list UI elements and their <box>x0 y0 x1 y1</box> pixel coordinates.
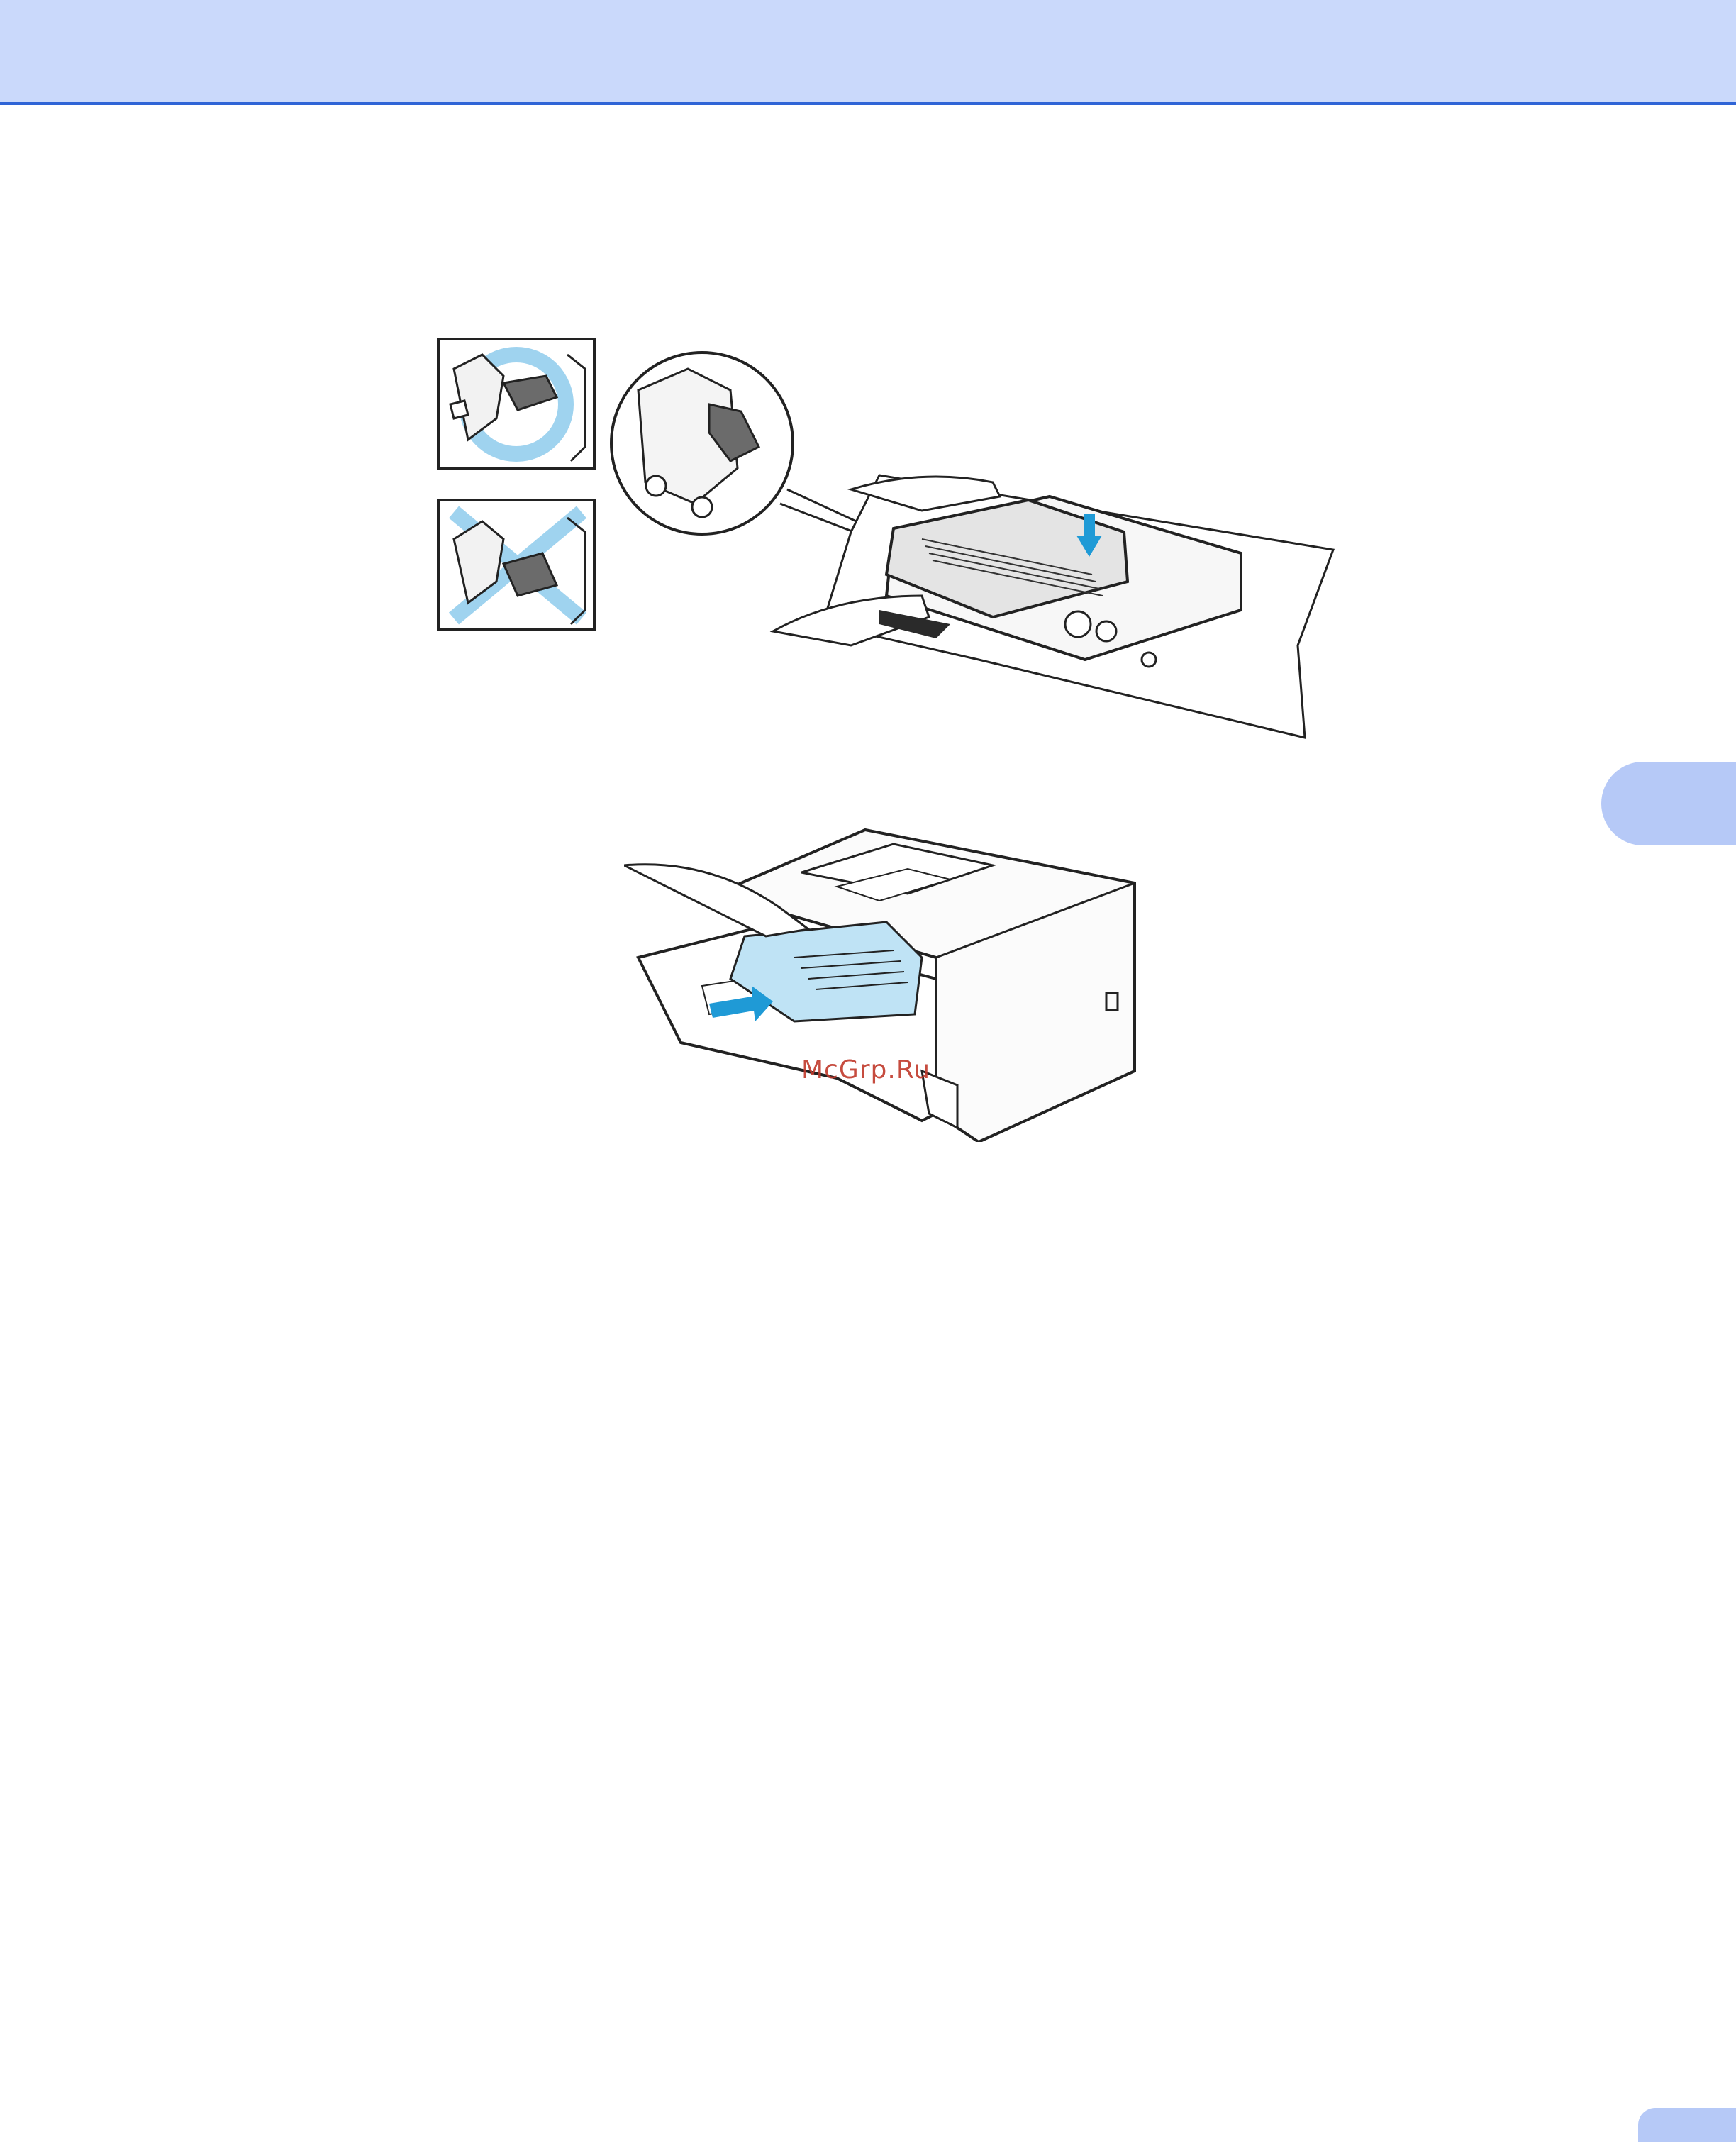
printer-insert-drum-illustration <box>624 816 1149 1142</box>
watermark-text: McGrp.Ru <box>801 1055 930 1084</box>
correct-lever-position-icon <box>438 339 594 468</box>
lever-zoom-callout <box>611 353 879 539</box>
toner-drum-assembly-illustration <box>425 326 1347 752</box>
incorrect-lever-position-icon <box>438 500 594 629</box>
page-number-tab <box>1638 2108 1736 2142</box>
chapter-tab <box>1601 762 1736 845</box>
header-band <box>0 0 1736 105</box>
